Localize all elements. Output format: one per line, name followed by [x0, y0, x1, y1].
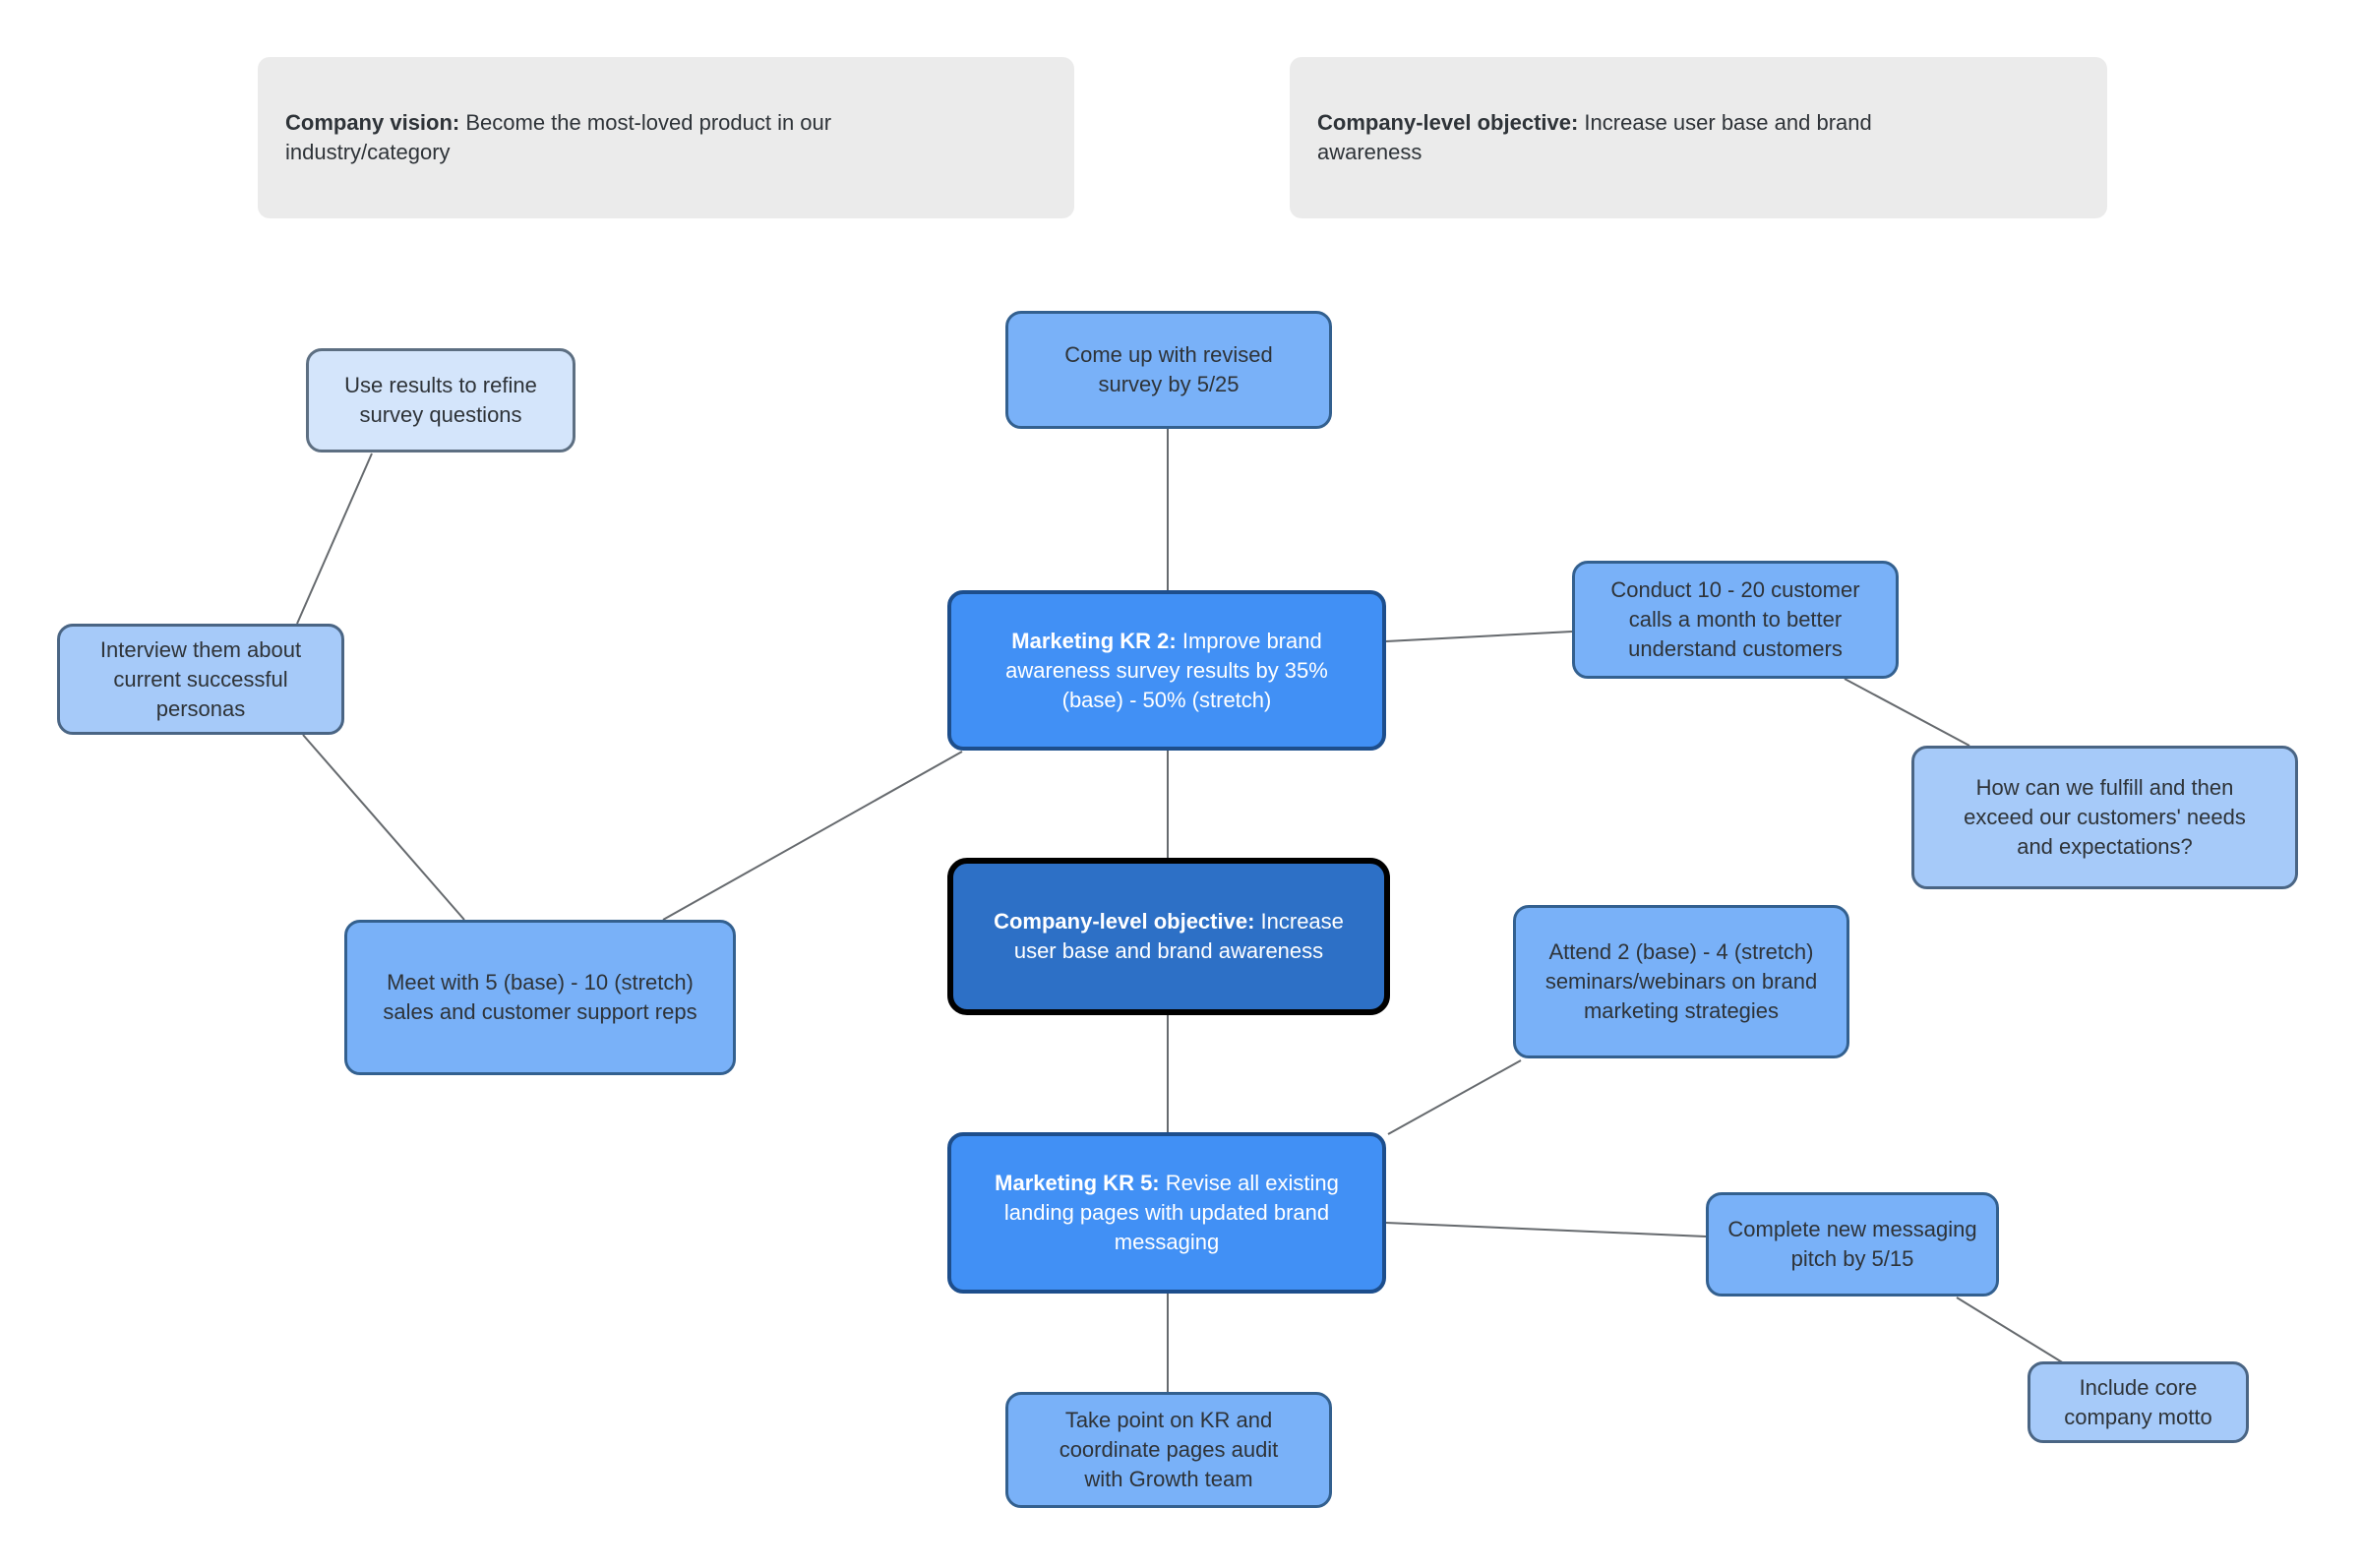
node-include-company-motto[interactable]: Include core company motto: [2028, 1361, 2249, 1443]
node-take-point-pages-audit[interactable]: Take point on KR and coordinate pages au…: [1005, 1392, 1332, 1508]
node-attend-seminars-webinars[interactable]: Attend 2 (base) - 4 (stretch) seminars/w…: [1513, 905, 1849, 1058]
card-company-objective-text: Company-level objective: Increase user b…: [1317, 110, 1872, 164]
node-company-level-objective[interactable]: Company-level objective: Increase user b…: [947, 858, 1390, 1015]
node-fulfill-exceed-needs[interactable]: How can we fulfill and then exceed our c…: [1911, 746, 2298, 889]
node-text: Attend 2 (base) - 4 (stretch) seminars/w…: [1544, 939, 1818, 1023]
edge-complete-include: [1956, 1297, 2065, 1364]
edge-kr5-complete: [1385, 1222, 1707, 1237]
node-interview-personas[interactable]: Interview them about current successful …: [57, 624, 344, 735]
edge-interview-meet: [302, 734, 465, 921]
card-company-vision-text: Company vision: Become the most-loved pr…: [285, 110, 832, 164]
node-conduct-customer-calls[interactable]: Conduct 10 - 20 customer calls a month t…: [1572, 561, 1899, 679]
node-text: Marketing KR 5: Revise all existing land…: [995, 1171, 1339, 1254]
node-text: Take point on KR and coordinate pages au…: [1059, 1408, 1279, 1491]
node-meet-sales-support-reps[interactable]: Meet with 5 (base) - 10 (stretch) sales …: [344, 920, 736, 1075]
card-company-vision-label: Company vision:: [285, 110, 460, 135]
node-label: Marketing KR 2:: [1011, 628, 1177, 653]
node-label: Marketing KR 5:: [995, 1171, 1160, 1195]
node-text: Company-level objective: Increase user b…: [994, 909, 1344, 963]
node-come-up-revised-survey[interactable]: Come up with revised survey by 5/25: [1005, 311, 1332, 429]
node-text: How can we fulfill and then exceed our c…: [1964, 775, 2246, 859]
edge-kr5-attend: [1387, 1059, 1522, 1135]
edge-kr2-conduct: [1385, 631, 1573, 642]
card-company-objective[interactable]: Company-level objective: Increase user b…: [1290, 57, 2107, 218]
edge-conduct-fulfill: [1844, 678, 1970, 747]
node-text: Include core company motto: [2064, 1374, 2212, 1429]
node-text: Meet with 5 (base) - 10 (stretch) sales …: [383, 970, 697, 1024]
node-text: Conduct 10 - 20 customer calls a month t…: [1610, 577, 1860, 661]
node-text: Come up with revised survey by 5/25: [1064, 342, 1273, 396]
card-company-objective-label: Company-level objective:: [1317, 110, 1579, 135]
edge-useresults-interview: [296, 452, 373, 625]
node-text: Marketing KR 2: Improve brand awareness …: [1005, 628, 1328, 712]
edge-kr2-meet: [662, 751, 963, 921]
node-text: Complete new messaging pitch by 5/15: [1727, 1217, 1977, 1271]
node-marketing-kr-5[interactable]: Marketing KR 5: Revise all existing land…: [947, 1132, 1386, 1294]
card-company-vision[interactable]: Company vision: Become the most-loved pr…: [258, 57, 1074, 218]
node-text: Use results to refine survey questions: [344, 373, 537, 427]
node-complete-messaging-pitch[interactable]: Complete new messaging pitch by 5/15: [1706, 1192, 1999, 1297]
node-marketing-kr-2[interactable]: Marketing KR 2: Improve brand awareness …: [947, 590, 1386, 751]
node-use-results-refine-survey[interactable]: Use results to refine survey questions: [306, 348, 575, 452]
node-text: Interview them about current successful …: [99, 636, 302, 721]
node-label: Company-level objective:: [994, 909, 1255, 934]
